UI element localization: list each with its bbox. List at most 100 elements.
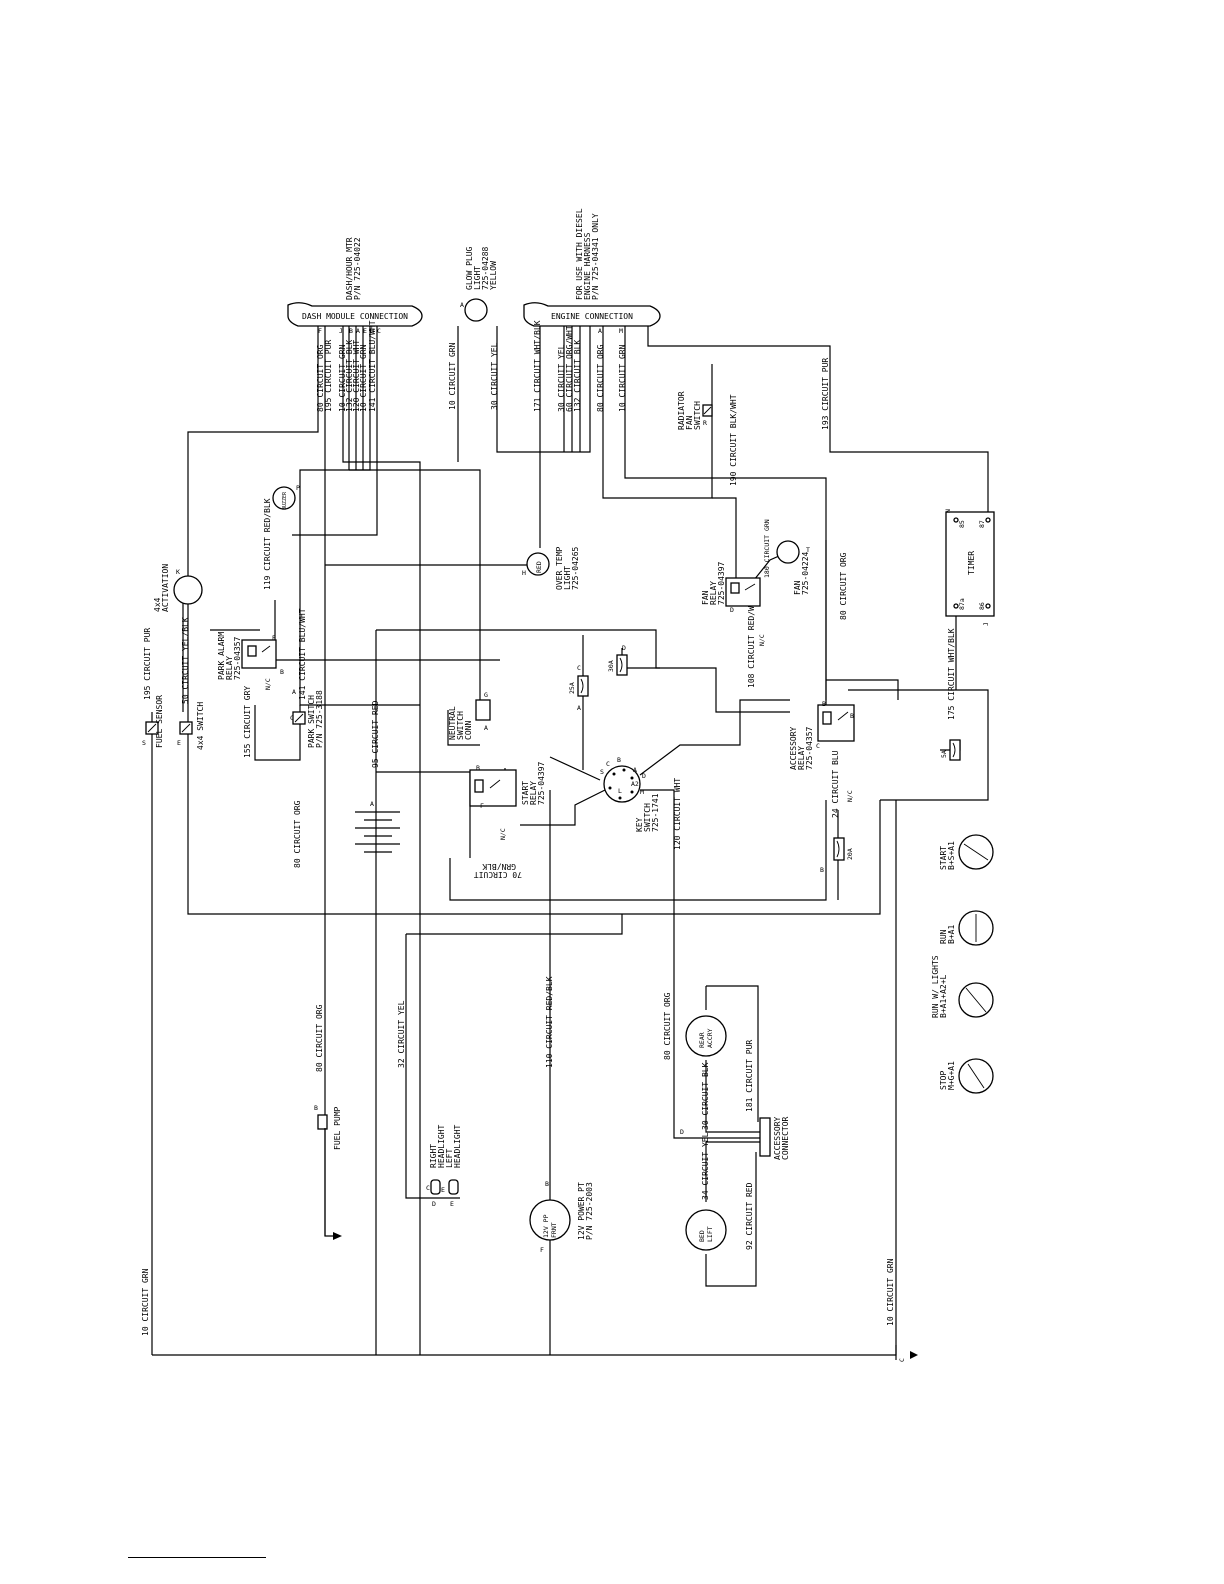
wire-label-10-bottom-right: 10 CIRCUIT GRN <box>886 1258 895 1326</box>
svg-text:C: C <box>816 742 820 750</box>
svg-text:P/N 725-3188: P/N 725-3188 <box>315 690 324 748</box>
timer-label: TIMER <box>967 551 976 575</box>
svg-text:KEY: KEY <box>635 817 644 832</box>
fuse-5a: 5A <box>940 739 961 761</box>
wire-label-175: 175 CIRCUIT WHT/BLK <box>947 628 956 720</box>
engine-pin-letters: A M <box>598 327 623 335</box>
start-relay: B F N/C START RELAY 725-04397 <box>469 761 546 840</box>
svg-text:G: G <box>484 691 488 699</box>
dash-pin: H <box>370 327 374 335</box>
wire-label-30-blk: 30 CIRCUIT BLK <box>701 1062 710 1130</box>
svg-text:25A: 25A <box>568 682 576 694</box>
svg-text:C: C <box>426 1184 430 1192</box>
svg-text:C: C <box>290 714 294 722</box>
svg-text:B+A1+A2+L: B+A1+A2+L <box>939 974 948 1018</box>
wire-label-10-grn: 10 CIRCUIT GRN <box>448 342 457 410</box>
svg-text:N/C: N/C <box>846 790 854 802</box>
svg-text:B+A1: B+A1 <box>947 925 956 944</box>
svg-text:F: F <box>480 802 484 810</box>
footer-rule <box>128 1557 266 1558</box>
svg-text:A: A <box>577 704 581 712</box>
engine-connector: ENGINE CONNECTION FOR USE WITH DIESEL EN… <box>523 208 661 327</box>
svg-text:RADIATOR: RADIATOR <box>677 391 686 430</box>
svg-text:N: N <box>944 509 952 513</box>
svg-text:A: A <box>292 688 296 696</box>
svg-text:725-04265: 725-04265 <box>571 546 580 590</box>
svg-text:BUZZER: BUZZER <box>282 491 288 510</box>
engine-wire-label: 30 CIRCUIT YEL <box>557 344 566 412</box>
svg-text:D: D <box>622 644 626 652</box>
svg-text:RUN W/ LIGHTS: RUN W/ LIGHTS <box>931 955 940 1018</box>
svg-text:FAN: FAN <box>793 580 802 595</box>
svg-text:M: M <box>640 788 644 796</box>
wire-label-32: 32 CIRCUIT YEL <box>397 1000 406 1068</box>
park-alarm-relay: E B N/C PARK ALARM RELAY 725-04357 <box>217 632 284 690</box>
svg-text:12V PP: 12V PP <box>542 1214 550 1238</box>
svg-text:STOP: STOP <box>939 1071 948 1090</box>
svg-text:ACCRY: ACCRY <box>706 1028 714 1048</box>
svg-text:12V POWER PT: 12V POWER PT <box>577 1182 586 1240</box>
svg-text:T: T <box>806 546 810 554</box>
wire-label-119: 119 CIRCUIT RED/BLK <box>263 498 272 590</box>
wire-label-193-pur: 193 CIRCUIT PUR <box>821 358 830 430</box>
svg-text:A2: A2 <box>631 780 639 788</box>
power-point-12v: 12V PP FRNT B F 12V POWER PT P/N 725-200… <box>529 1180 594 1254</box>
svg-text:SWITCH: SWITCH <box>456 711 465 740</box>
dash-pin: E <box>363 327 367 335</box>
svg-text:OVER TEMP: OVER TEMP <box>555 546 564 590</box>
wire-label-10-bottom-left: 10 CIRCUIT GRN <box>141 1268 150 1336</box>
glow-plug-pin: A <box>460 301 464 309</box>
engine-note-3: P/N 725-04341 ONLY <box>591 213 600 300</box>
svg-text:C: C <box>606 760 610 768</box>
dash-module-title: DASH MODULE CONNECTION <box>302 312 408 321</box>
fuel-sensor: S FUEL SENSOR <box>142 695 164 748</box>
svg-text:30A: 30A <box>607 660 615 672</box>
svg-text:4x4: 4x4 <box>153 597 162 612</box>
svg-text:5A: 5A <box>940 750 948 758</box>
svg-text:725-04288: 725-04288 <box>481 246 490 290</box>
fuel-pump: B FUEL PUMP <box>314 1104 342 1150</box>
svg-text:YELLOW: YELLOW <box>489 261 498 290</box>
engine-pin: M <box>619 327 623 335</box>
wire-label-80-fuel: 80 CIRCUIT ORG <box>315 1004 324 1072</box>
svg-text:RELAY: RELAY <box>225 656 234 680</box>
engine-wire-label: 10 CIRCUIT GRN <box>618 344 627 412</box>
svg-text:725-04397: 725-04397 <box>537 761 546 805</box>
activation-4x4: K 4x4 ACTIVATION <box>153 564 203 612</box>
neutral-switch-conn: G A NEUTRAL SWITCH CONN <box>448 691 491 740</box>
svg-text:E: E <box>450 1200 454 1208</box>
engine-connection-title: ENGINE CONNECTION <box>551 312 633 321</box>
svg-text:E: E <box>441 1186 445 1194</box>
wire-labels: 10 CIRCUIT GRN 30 CIRCUIT YEL 193 CIRCUI… <box>141 342 956 1336</box>
svg-text:B: B <box>822 700 826 708</box>
dash-wire-label: 141 CIRCUIT BLU/WHT <box>368 320 377 412</box>
svg-text:B+S+A1: B+S+A1 <box>947 841 956 870</box>
svg-text:725-04397: 725-04397 <box>717 561 726 605</box>
svg-text:START: START <box>521 781 530 805</box>
svg-text:FUEL SENSOR: FUEL SENSOR <box>155 695 164 748</box>
svg-text:HEADLIGHT: HEADLIGHT <box>437 1124 446 1168</box>
rear-accessory: REAR ACCRY <box>685 1015 727 1057</box>
wire-label-108: 108 CIRCUIT RED/WHT <box>747 596 756 688</box>
svg-text:B: B <box>850 712 854 720</box>
dash-pin-letters: F J B A E H C <box>318 327 381 335</box>
wire-label-95: 95 CIRCUIT RED <box>371 700 380 768</box>
svg-text:B: B <box>314 1104 318 1112</box>
wire-label-34: 34 CIRCUIT YEL <box>701 1132 710 1200</box>
svg-text:LIGHT: LIGHT <box>563 566 572 590</box>
engine-wire-labels: 171 CIRCUIT WHT/BLK 30 CIRCUIT YEL 60 CI… <box>533 320 627 412</box>
engine-pin: A <box>598 327 602 335</box>
svg-text:725-04224: 725-04224 <box>801 551 810 595</box>
park-switch: C A PARK SWITCH P/N 725-3188 <box>290 688 324 748</box>
svg-text:B: B <box>545 1180 549 1188</box>
svg-text:F: F <box>540 1246 544 1254</box>
svg-text:HEADLIGHT: HEADLIGHT <box>453 1124 462 1168</box>
svg-text:H: H <box>522 569 526 577</box>
radiator-fan: T 180 CIRCUIT GRN FAN 725-04224 <box>763 519 810 595</box>
svg-text:20A: 20A <box>846 848 854 860</box>
svg-text:S: S <box>600 768 604 776</box>
svg-text:RELAY: RELAY <box>797 746 806 770</box>
dash-wire-label: 195 CIRCUIT PUR <box>324 340 333 412</box>
svg-text:PARK SWITCH: PARK SWITCH <box>307 695 316 748</box>
wire-label-24: 24 CIRCUIT BLU <box>831 750 840 818</box>
